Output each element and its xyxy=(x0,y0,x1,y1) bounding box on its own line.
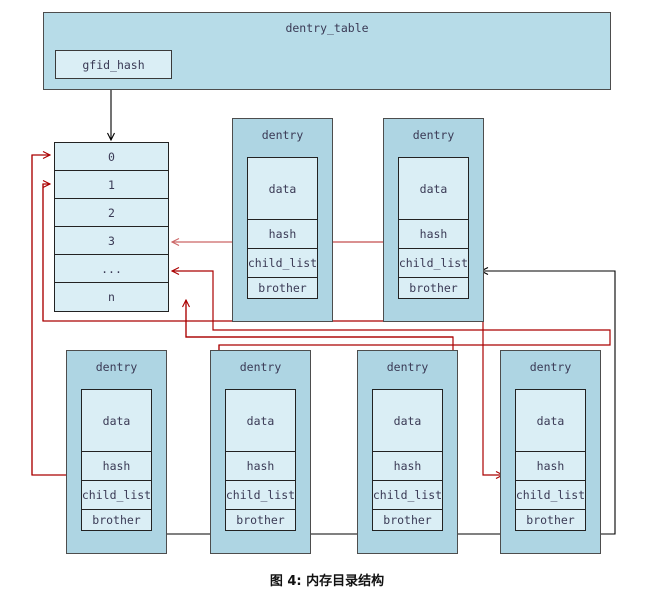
hash-bucket-column: 0 1 2 3 ... n xyxy=(54,142,169,312)
dentry-field-data: data xyxy=(516,390,585,452)
dentry-field-brother: brother xyxy=(82,510,151,530)
dentry-field-hash: hash xyxy=(373,452,442,481)
bucket-cell-3[interactable]: 3 xyxy=(55,227,168,255)
dentry-field-list: data hash child_list brother xyxy=(81,389,152,531)
figure-caption: 图 4: 内存目录结构 xyxy=(269,574,385,589)
dentry-field-data: data xyxy=(399,158,468,220)
dentry-field-list: data hash child_list brother xyxy=(398,157,469,299)
dentry-field-data: data xyxy=(226,390,295,452)
dentry-field-child-list: child_list xyxy=(516,481,585,510)
dentry-field-child-list: child_list xyxy=(226,481,295,510)
dentry-field-child-list: child_list xyxy=(399,249,468,278)
dentry-title: dentry xyxy=(95,360,138,374)
dentry-field-hash: hash xyxy=(399,220,468,249)
dentry-field-list: data hash child_list brother xyxy=(515,389,586,531)
dentry-field-brother: brother xyxy=(399,278,468,298)
dentry-node-top-2[interactable]: dentry data hash child_list brother xyxy=(383,118,484,322)
dentry-field-child-list: child_list xyxy=(248,249,317,278)
dentry-field-child-list: child_list xyxy=(82,481,151,510)
bucket-cell-0[interactable]: 0 xyxy=(55,143,168,171)
dentry-field-brother: brother xyxy=(516,510,585,530)
bucket-cell-ellipsis[interactable]: ... xyxy=(55,255,168,283)
dentry-node-bottom-2[interactable]: dentry data hash child_list brother xyxy=(210,350,311,554)
gfid-hash-field: gfid_hash xyxy=(55,50,172,79)
dentry-field-brother: brother xyxy=(248,278,317,298)
dentry-field-list: data hash child_list brother xyxy=(372,389,443,531)
dentry-title: dentry xyxy=(529,360,572,374)
dentry-field-hash: hash xyxy=(248,220,317,249)
dentry-field-data: data xyxy=(373,390,442,452)
dentry-node-bottom-3[interactable]: dentry data hash child_list brother xyxy=(357,350,458,554)
dentry-field-child-list: child_list xyxy=(373,481,442,510)
dentry-field-hash: hash xyxy=(82,452,151,481)
dentry-title: dentry xyxy=(386,360,429,374)
dentry-field-brother: brother xyxy=(226,510,295,530)
dentry-title: dentry xyxy=(239,360,282,374)
dentry-field-brother: brother xyxy=(373,510,442,530)
dentry-field-data: data xyxy=(248,158,317,220)
dentry-field-hash: hash xyxy=(516,452,585,481)
bucket-cell-n[interactable]: n xyxy=(55,283,168,311)
dentry-field-data: data xyxy=(82,390,151,452)
dentry-title: dentry xyxy=(412,128,455,142)
bucket-cell-1[interactable]: 1 xyxy=(55,171,168,199)
dentry-title: dentry xyxy=(261,128,304,142)
dentry-field-hash: hash xyxy=(226,452,295,481)
dentry-table-box: dentry_table gfid_hash xyxy=(43,12,611,90)
dentry-node-bottom-4[interactable]: dentry data hash child_list brother xyxy=(500,350,601,554)
bucket-cell-2[interactable]: 2 xyxy=(55,199,168,227)
dentry-node-top-1[interactable]: dentry data hash child_list brother xyxy=(232,118,333,322)
dentry-field-list: data hash child_list brother xyxy=(225,389,296,531)
dentry-table-title: dentry_table xyxy=(285,21,369,35)
dentry-field-list: data hash child_list brother xyxy=(247,157,318,299)
dentry-node-bottom-1[interactable]: dentry data hash child_list brother xyxy=(66,350,167,554)
